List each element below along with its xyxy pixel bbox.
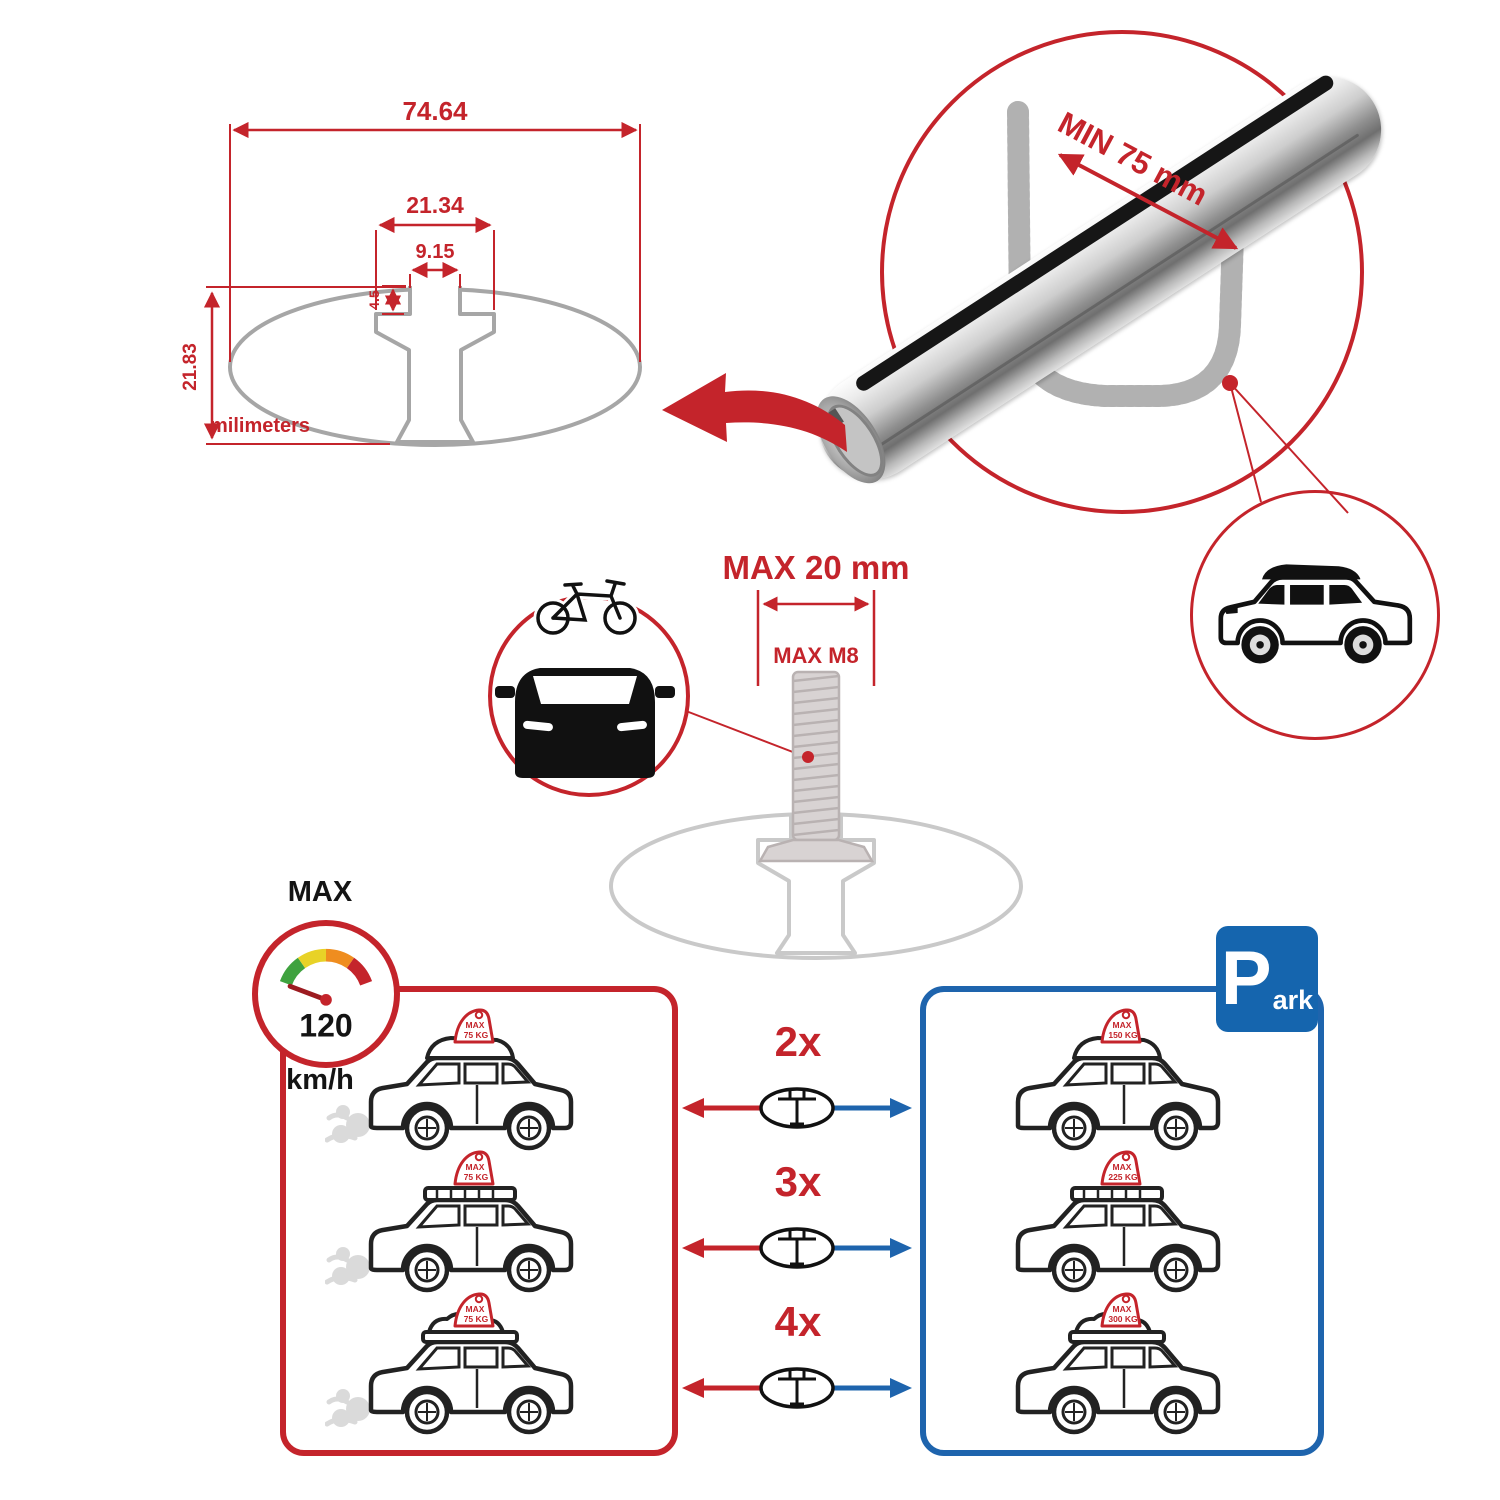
car-parked-3: MAX 300 KG <box>972 1292 1252 1442</box>
arrowhead-right <box>890 1378 912 1398</box>
car-parked-2: MAX 225 KG <box>972 1150 1252 1300</box>
dim-total-height: 21.83 <box>180 343 201 391</box>
smoke-puffs-icon <box>325 1247 370 1285</box>
arrowhead-right <box>890 1238 912 1258</box>
speedometer-gauge: 120 <box>279 948 373 1044</box>
suv-roof-box-icon <box>1218 564 1413 664</box>
svg-text:MAX: MAX <box>466 1020 485 1030</box>
crossbar-qty-arrow-3 <box>682 1367 912 1409</box>
qty-label-3x: 3x <box>774 1158 822 1205</box>
headlight-left <box>523 720 553 732</box>
car-front-icon <box>495 668 675 778</box>
roof-rack <box>1070 1186 1164 1202</box>
crossbar-dimension-diagram: 74.64 21.34 9.15 4.5 21.83 milimeters <box>180 96 642 447</box>
arrowhead-left <box>682 1238 704 1258</box>
crossbar-qty-arrow-1 <box>682 1087 912 1129</box>
dim-slot-depth: 4.5 <box>366 290 382 310</box>
profile-channel-gray <box>756 813 876 955</box>
svg-text:MAX: MAX <box>1113 1162 1132 1172</box>
speedometer-icon: 120 <box>252 920 400 1068</box>
left-mirror <box>495 686 515 698</box>
bolt-max-width-label: MAX 20 mm <box>722 549 910 586</box>
roof-rack <box>423 1186 517 1202</box>
svg-text:MAX: MAX <box>1113 1304 1132 1314</box>
svg-text:150 KG: 150 KG <box>1108 1030 1138 1040</box>
t-slot-channel <box>374 286 496 444</box>
gauge-needle <box>287 983 329 1003</box>
windshield <box>533 676 637 704</box>
car-parked-1: MAX 150 KG <box>972 1008 1252 1158</box>
roof-box <box>1261 564 1361 580</box>
headlight <box>1224 607 1238 614</box>
svg-text:225 KG: 225 KG <box>1108 1172 1138 1182</box>
bolt-head <box>757 838 875 863</box>
load-badge: MAX 225 KG <box>1100 1150 1142 1186</box>
bolt-threads <box>793 672 839 840</box>
bolt-max-thread-label: MAX M8 <box>773 643 859 668</box>
headlight-right <box>617 720 647 732</box>
svg-text:MAX: MAX <box>466 1162 485 1172</box>
load-badge: MAX 75 KG <box>453 1150 495 1186</box>
svg-text:75 KG: 75 KG <box>464 1030 489 1040</box>
dim-unit-label: milimeters <box>210 415 310 437</box>
t-bolt-diagram <box>609 670 1023 960</box>
load-badge: MAX 300 KG <box>1100 1292 1142 1328</box>
arrowhead-left <box>682 1378 704 1398</box>
arrowhead-right <box>890 1098 912 1118</box>
svg-text:MAX: MAX <box>1113 1020 1132 1030</box>
load-badge: MAX 150 KG <box>1100 1008 1142 1044</box>
parking-letter: P <box>1220 936 1272 1021</box>
car-driving-3: MAX 75 KG <box>325 1292 605 1442</box>
speed-limit-title: MAX <box>287 876 353 908</box>
load-badge: MAX 75 KG <box>453 1008 495 1044</box>
arrowhead-left <box>682 1098 704 1118</box>
smoke-puffs-icon <box>325 1105 370 1143</box>
dim-channel-width: 21.34 <box>406 192 464 218</box>
crossbar-qty-arrow-2 <box>682 1227 912 1269</box>
speed-limit-value: 120 <box>299 1008 352 1044</box>
parking-sign-icon: P ark <box>1216 926 1318 1032</box>
car-driving-2: MAX 75 KG <box>325 1150 605 1300</box>
qty-label-4x: 4x <box>774 1298 822 1345</box>
car-driving-1: MAX 75 KG <box>325 1008 605 1158</box>
bicycle-icon <box>533 576 640 638</box>
bar-detail-circle <box>880 30 1364 514</box>
speed-limit-unit: km/h <box>286 1064 354 1096</box>
qty-label-2x: 2x <box>774 1018 822 1065</box>
right-mirror <box>655 686 675 698</box>
svg-text:75 KG: 75 KG <box>464 1172 489 1182</box>
dim-total-width: 74.64 <box>402 96 468 126</box>
bolt-callout-dot <box>802 751 814 763</box>
svg-text:MAX: MAX <box>466 1304 485 1314</box>
parking-rest: ark <box>1272 985 1314 1015</box>
smoke-puffs-icon <box>325 1389 370 1427</box>
dim-slot-width: 9.15 <box>416 241 455 263</box>
svg-text:300 KG: 300 KG <box>1108 1314 1138 1324</box>
load-badge: MAX 75 KG <box>453 1292 495 1328</box>
svg-text:75 KG: 75 KG <box>464 1314 489 1324</box>
